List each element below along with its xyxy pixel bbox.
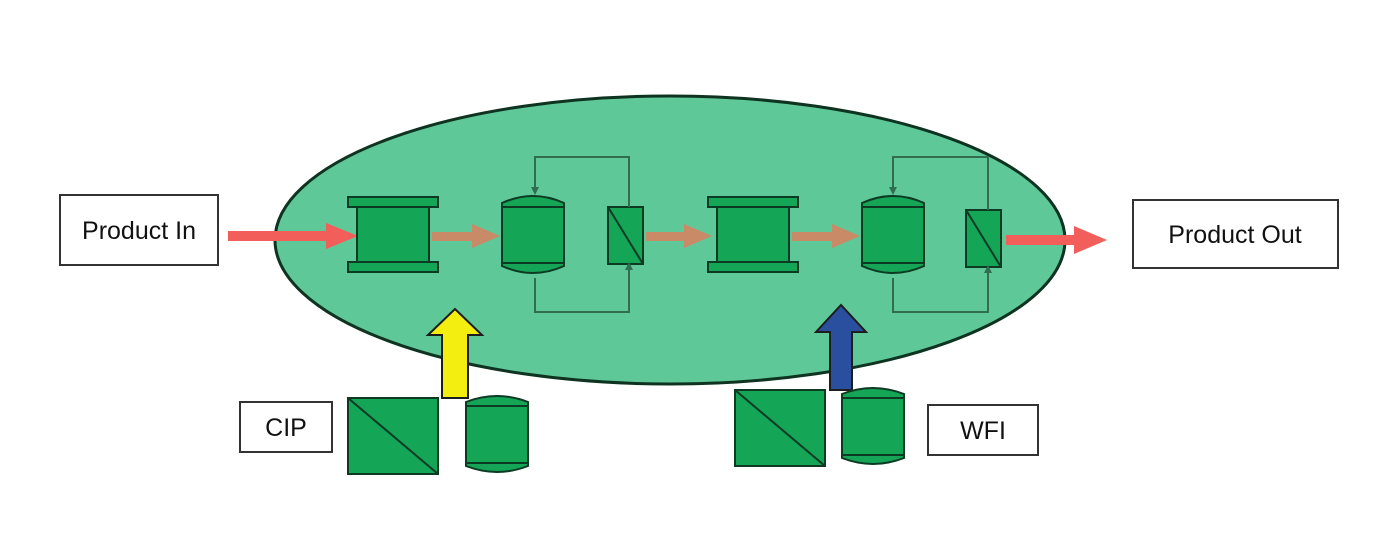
product-in-label: Product In [59, 194, 219, 266]
filter-icon [607, 206, 644, 265]
cip-text: CIP [265, 414, 307, 442]
tank-icon [465, 395, 529, 473]
product-in-text: Product In [82, 217, 196, 245]
wfi-label: WFI [927, 404, 1039, 456]
tank-icon [841, 387, 905, 465]
internal-flow-arrow-3 [792, 224, 860, 248]
filter-icon [734, 389, 826, 467]
internal-flow-arrow-2 [646, 224, 712, 248]
product-out-text: Product Out [1168, 221, 1301, 249]
cip-label: CIP [239, 401, 333, 453]
wfi-supply-arrow [813, 303, 869, 391]
tray-column-icon [347, 196, 439, 273]
product-in-arrow [228, 223, 358, 249]
cip-supply-arrow [425, 307, 485, 399]
internal-flow-arrow-1 [432, 224, 500, 248]
filter-icon [347, 397, 439, 475]
product-out-arrow [1006, 226, 1107, 254]
tank-icon [861, 195, 925, 274]
tank-icon [501, 195, 565, 274]
recycle-loop-2 [889, 156, 992, 313]
tray-column-icon [707, 196, 799, 273]
wfi-text: WFI [960, 417, 1006, 445]
filter-icon [965, 209, 1002, 268]
recycle-loop-1 [531, 156, 633, 313]
product-out-label: Product Out [1132, 199, 1339, 269]
